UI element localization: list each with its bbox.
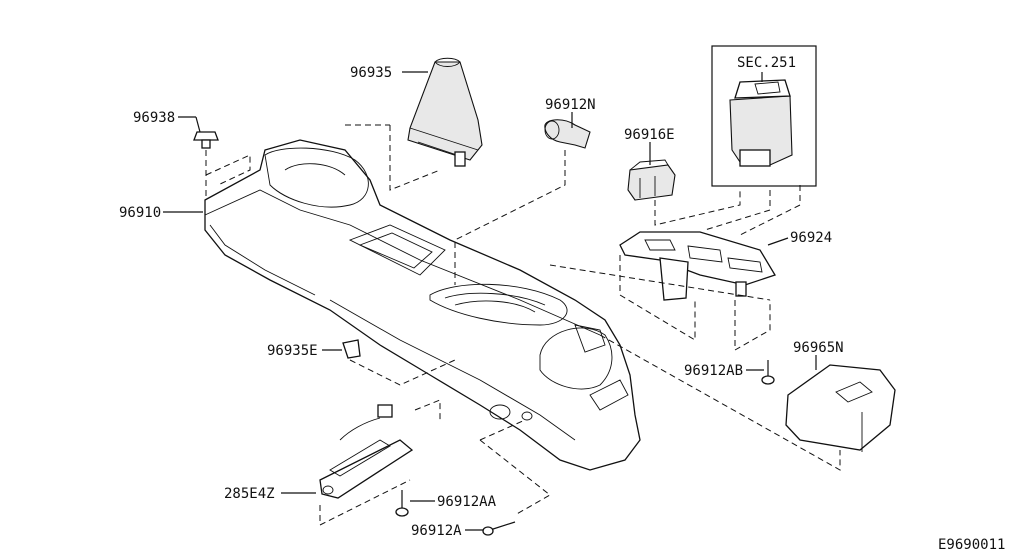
label-sec251: SEC.251: [737, 55, 796, 71]
lamp-285E4Z: [319, 404, 414, 499]
screw-96912AB: [761, 360, 775, 385]
box-96965N: [785, 364, 896, 452]
label-96935E: 96935E: [267, 343, 318, 359]
label-96912N: 96912N: [545, 97, 596, 113]
screw-96912A: [482, 521, 516, 536]
label-96935: 96935: [350, 65, 392, 81]
assembly-guide-lines: [205, 124, 841, 526]
finisher-96924: [619, 231, 776, 301]
sec251-inset: [711, 45, 817, 187]
clip-96935E: [342, 339, 361, 359]
label-96924: 96924: [790, 230, 832, 246]
label-96912A: 96912A: [411, 523, 462, 539]
shift-boot-96935: [407, 57, 483, 167]
label-96910: 96910: [119, 205, 161, 221]
label-96916E: 96916E: [624, 127, 675, 143]
leader-lines: [163, 71, 817, 531]
center-console-96910: [204, 139, 641, 471]
screw-96912AA: [395, 490, 409, 517]
label-96965N: 96965N: [793, 340, 844, 356]
label-96912AA: 96912AA: [437, 494, 497, 510]
clip-96938: [193, 131, 219, 149]
knob-96912N: [544, 119, 591, 149]
drawing-id: E9690011: [938, 537, 1005, 553]
switch-96916E: [627, 159, 676, 201]
label-96912AB: 96912AB: [684, 363, 743, 379]
label-285E4Z: 285E4Z: [224, 486, 275, 502]
label-96938: 96938: [133, 110, 175, 126]
